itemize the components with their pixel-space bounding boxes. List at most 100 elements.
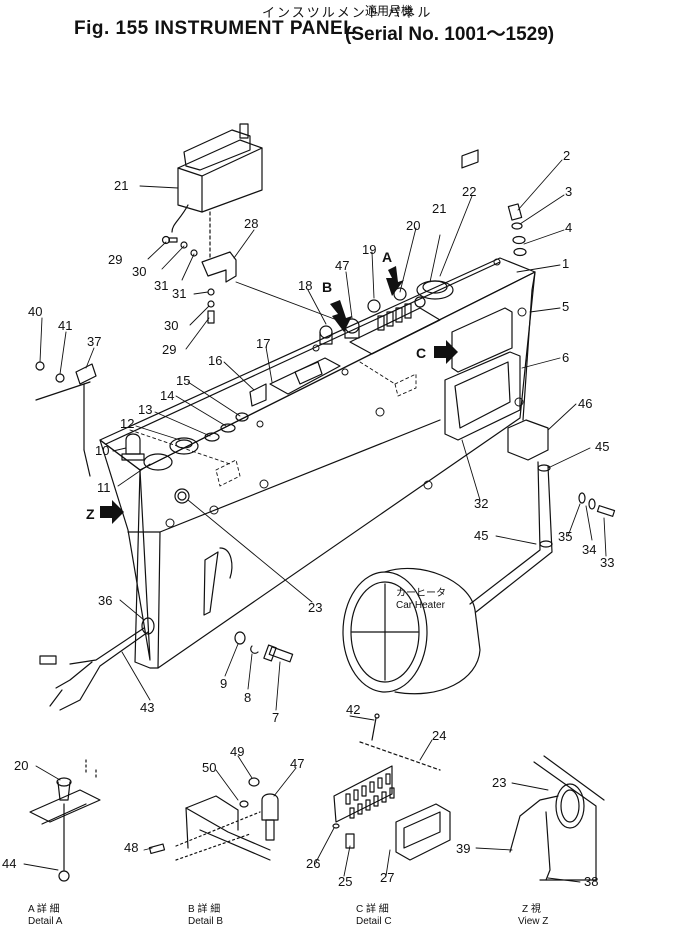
bracket-28 xyxy=(201,251,346,324)
car-heater xyxy=(342,567,481,695)
detail-c-caption: Detail C xyxy=(356,916,392,927)
callout-38: 38 xyxy=(584,874,598,889)
detail-c-jp: C 詳 細 xyxy=(356,902,389,915)
bolt-7-9 xyxy=(234,631,294,663)
callout-labels: 2 3 4 1 5 6 46 45 45 35 34 33 32 22 21 2… xyxy=(2,148,614,927)
view-z-caption: View Z xyxy=(518,916,548,927)
callout-48: 48 xyxy=(124,840,138,855)
detail-a xyxy=(29,759,101,882)
callout-29a: 29 xyxy=(108,252,122,267)
screws-29-31 xyxy=(161,235,215,324)
callout-23b: 23 xyxy=(492,775,506,790)
callout-15: 15 xyxy=(176,373,190,388)
header-title-jp: インスツルメント パネル xyxy=(262,5,433,20)
callout-9: 9 xyxy=(220,676,227,691)
marker-b: B xyxy=(322,279,332,295)
callout-2: 2 xyxy=(563,148,570,163)
heater-label: Car Heater xyxy=(396,600,446,611)
detail-a-jp: A 詳 細 xyxy=(28,902,60,915)
callout-12: 12 xyxy=(120,416,134,431)
callout-33: 33 xyxy=(600,555,614,570)
callout-25: 25 xyxy=(338,874,352,889)
applicability-jp: 適用号機 xyxy=(365,4,414,18)
callout-4: 4 xyxy=(565,220,572,235)
callout-31b: 31 xyxy=(172,286,186,301)
connector-23 xyxy=(174,488,190,504)
callout-13: 13 xyxy=(138,402,152,417)
switch-13-15 xyxy=(204,412,249,442)
callout-3: 3 xyxy=(565,184,572,199)
callout-44: 44 xyxy=(2,856,16,871)
switch-box-21 xyxy=(171,123,263,261)
marker-z: Z xyxy=(86,506,95,522)
callout-14: 14 xyxy=(160,388,174,403)
view-z xyxy=(509,755,605,881)
callout-47b: 47 xyxy=(290,756,304,771)
callout-11: 11 xyxy=(97,480,111,495)
callout-35: 35 xyxy=(558,529,572,544)
callout-20b: 20 xyxy=(14,758,28,773)
callout-37: 37 xyxy=(87,334,101,349)
callout-17: 17 xyxy=(256,336,270,351)
marker-c: C xyxy=(416,345,426,361)
callout-21b: 21 xyxy=(432,201,446,216)
callout-31a: 31 xyxy=(154,278,168,293)
marker-a: A xyxy=(382,249,392,265)
callout-26: 26 xyxy=(306,856,320,871)
callout-30a: 30 xyxy=(132,264,146,279)
callout-47a: 47 xyxy=(335,258,349,273)
serial-range: (Serial No. 1001～1529) xyxy=(345,24,555,45)
detail-a-caption: Detail A xyxy=(28,916,63,927)
detail-b-jp: B 詳 細 xyxy=(188,902,220,915)
callout-41: 41 xyxy=(58,318,72,333)
bracket-37 xyxy=(35,361,97,477)
dashed-refs xyxy=(129,361,417,487)
callout-28: 28 xyxy=(244,216,258,231)
lamp-10 xyxy=(121,433,145,461)
callout-46: 46 xyxy=(578,396,592,411)
detail-c xyxy=(332,713,451,861)
callout-20: 20 xyxy=(406,218,420,233)
callout-22: 22 xyxy=(462,184,476,199)
callout-5: 5 xyxy=(562,299,569,314)
callout-23a: 23 xyxy=(308,600,322,615)
leader-lines xyxy=(23,159,607,883)
callout-43: 43 xyxy=(140,700,154,715)
top-panel-components xyxy=(319,280,454,355)
view-z-jp: Z 視 xyxy=(522,902,541,915)
callout-45b: 45 xyxy=(474,528,488,543)
callout-42: 42 xyxy=(346,702,360,717)
relay-46 xyxy=(507,419,549,461)
meter-plate-5 xyxy=(451,149,513,373)
callout-24: 24 xyxy=(432,728,446,743)
callout-32: 32 xyxy=(474,496,488,511)
callout-10: 10 xyxy=(95,443,109,458)
callout-49: 49 xyxy=(230,744,244,759)
callout-21a: 21 xyxy=(114,178,128,193)
callout-34: 34 xyxy=(582,542,596,557)
harness-43 xyxy=(39,617,155,711)
callout-45a: 45 xyxy=(595,439,609,454)
figure-title: Fig. 155 INSTRUMENT PANEL xyxy=(74,18,356,39)
callout-50: 50 xyxy=(202,760,216,775)
bolt-33-35 xyxy=(578,492,616,517)
callout-27: 27 xyxy=(380,870,394,885)
callout-7: 7 xyxy=(272,710,279,725)
callout-36: 36 xyxy=(98,593,112,608)
callout-1: 1 xyxy=(562,256,569,271)
panel-box xyxy=(99,257,536,669)
callout-40: 40 xyxy=(28,304,42,319)
callout-29b: 29 xyxy=(162,342,176,357)
heater-label-jp: カーヒータ xyxy=(396,587,446,599)
callout-18: 18 xyxy=(298,278,312,293)
view-arrows xyxy=(100,266,458,524)
bracket-6 xyxy=(444,351,521,441)
callout-6: 6 xyxy=(562,350,569,365)
callout-30b: 30 xyxy=(164,318,178,333)
callout-8: 8 xyxy=(244,690,251,705)
bolt-stack-2-4 xyxy=(507,203,527,257)
panel-bolts xyxy=(165,258,527,528)
callout-16: 16 xyxy=(208,353,222,368)
gauge-11 xyxy=(143,453,173,471)
